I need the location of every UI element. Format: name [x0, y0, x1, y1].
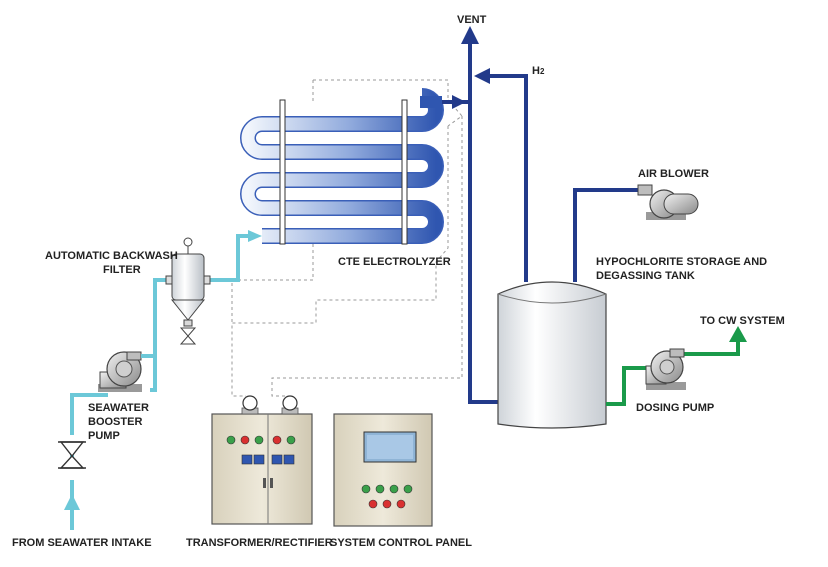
to-cw-arrow: [729, 326, 747, 342]
label-backwash-line1: AUTOMATIC BACKWASH: [45, 250, 178, 262]
intake-arrow-stem: [70, 508, 74, 530]
electrolyzer-out-arrow: [452, 95, 466, 109]
dosing-line: [606, 338, 740, 406]
label-dosing-pump: DOSING PUMP: [636, 402, 715, 414]
transformer-rectifier-icon: [211, 395, 313, 525]
label-backwash-line2: FILTER: [103, 264, 141, 276]
label-h2: H2: [532, 65, 544, 78]
booster-pump-icon: [98, 351, 142, 392]
inlet-arrow: [248, 230, 262, 242]
label-booster-line2: BOOSTER: [88, 416, 143, 428]
h2-arrow: [474, 68, 490, 84]
electrolyzer-icon: [240, 88, 444, 245]
label-h2-main: H: [532, 65, 540, 77]
label-intake: FROM SEAWATER INTAKE: [12, 537, 152, 549]
label-storage-line2: DEGASSING TANK: [596, 270, 695, 282]
label-control-panel: SYSTEM CONTROL PANEL: [330, 537, 472, 549]
label-air-blower: AIR BLOWER: [638, 168, 709, 180]
label-electrolyzer: CTE ELECTROLYZER: [338, 256, 451, 268]
label-h2-subscript: 2: [539, 67, 545, 76]
label-booster-line1: SEAWATER: [88, 402, 149, 414]
backwash-filter-icon: [165, 237, 211, 345]
air-blower-icon: [637, 184, 699, 220]
label-storage-line1: HYPOCHLORITE STORAGE AND: [596, 256, 768, 268]
storage-tank-icon: [497, 281, 607, 429]
dosing-pump-icon: [645, 348, 686, 390]
gas-vent-line: [442, 40, 640, 404]
label-to-cw: TO CW SYSTEM: [700, 315, 785, 327]
intake-arrow: [64, 494, 80, 510]
control-panel-icon: [333, 413, 433, 527]
label-booster-line3: PUMP: [88, 430, 120, 442]
vent-arrow: [461, 26, 479, 44]
label-transformer: TRANSFORMER/RECTIFIER: [186, 537, 333, 549]
valve-icon: [58, 441, 86, 469]
label-vent: VENT: [457, 14, 487, 26]
